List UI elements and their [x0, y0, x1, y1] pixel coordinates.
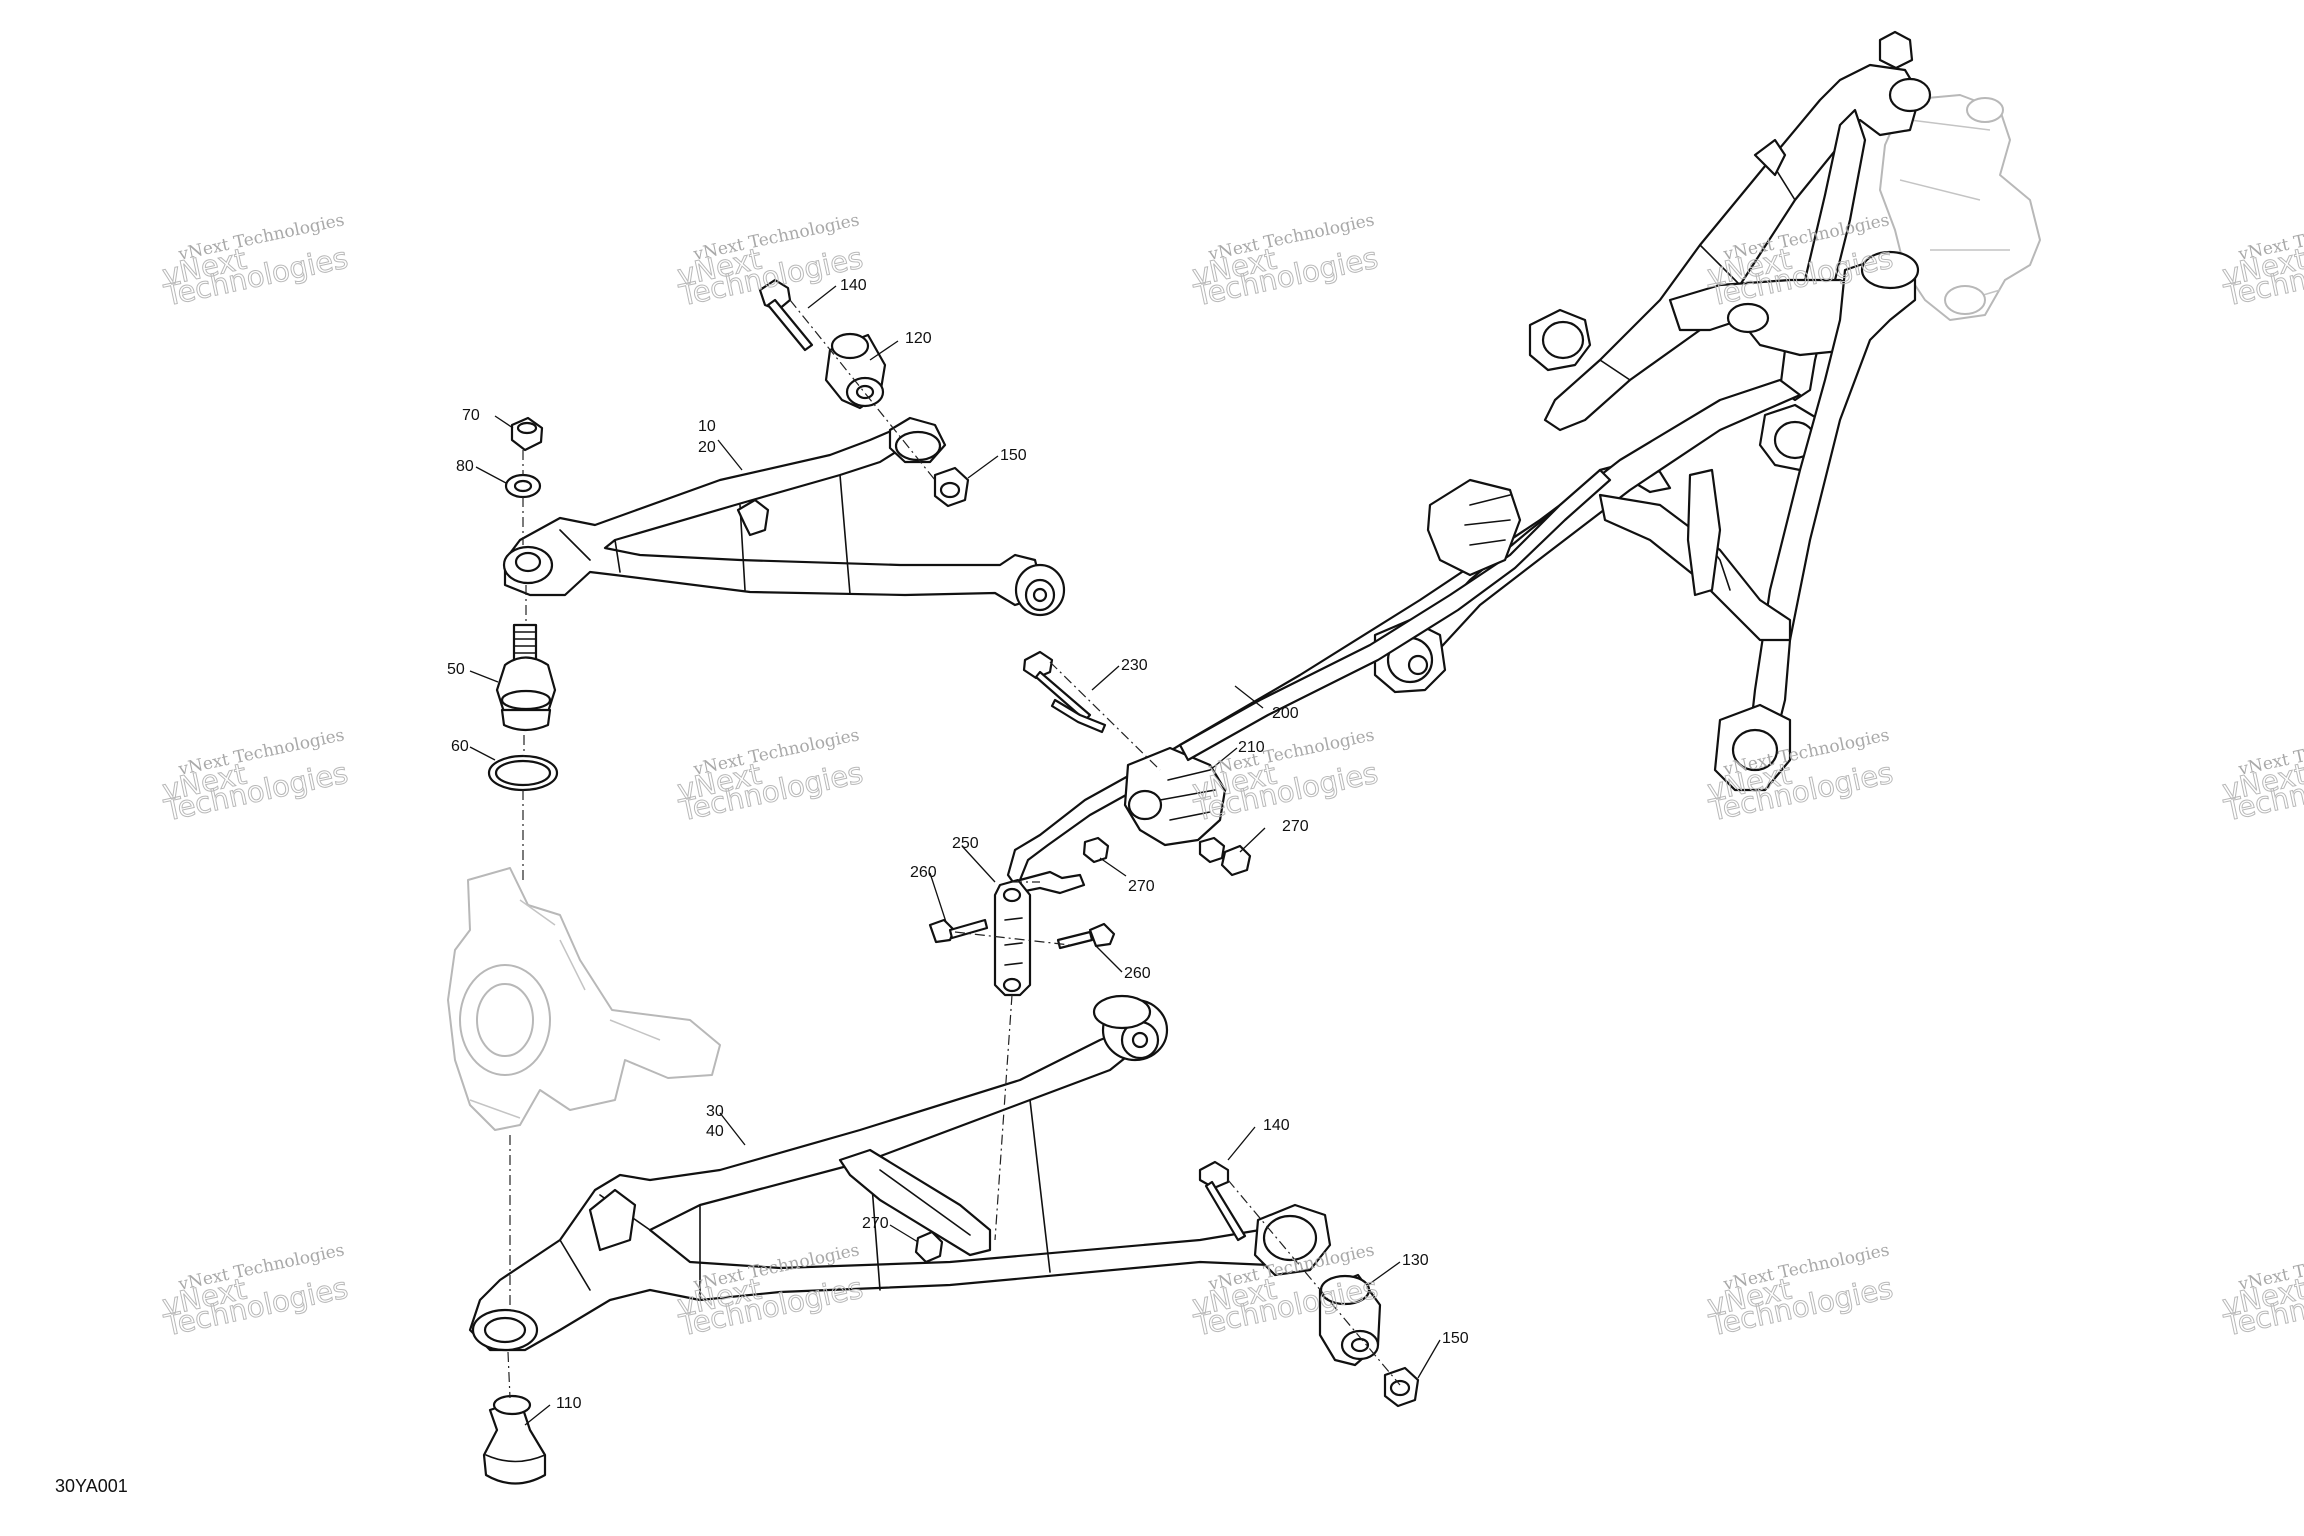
nut-150-upper — [933, 466, 970, 508]
callout-230: 230 — [1121, 657, 1148, 674]
nut-270-lower-arm — [914, 1230, 944, 1264]
callout-150-lower: 150 — [1442, 1330, 1469, 1347]
callout-270-lower: 270 — [862, 1215, 889, 1232]
figure-id: 30YA001 — [55, 1476, 128, 1496]
ball-joint-50 — [495, 623, 557, 732]
callout-150-upper: 150 — [1000, 447, 1027, 464]
callout-30: 30 — [706, 1103, 724, 1120]
callout-80: 80 — [456, 458, 474, 475]
callout-270-right: 270 — [1282, 818, 1309, 835]
callout-140-lower: 140 — [1263, 1117, 1290, 1134]
bolt-230 — [1022, 650, 1107, 734]
callout-260-right: 260 — [1124, 965, 1151, 982]
upper-arm-front-bushing-boss — [888, 416, 947, 464]
callout-200: 200 — [1272, 705, 1299, 722]
knuckle-ghost-right — [1879, 94, 2041, 321]
lower-a-arm — [468, 994, 1332, 1352]
sway-bar-bracket-210 — [1123, 746, 1227, 847]
callout-20: 20 — [698, 439, 716, 456]
callout-130: 130 — [1402, 1252, 1429, 1269]
upper-arm-rear-bushing-boss — [1014, 563, 1066, 617]
bolt-140-lower — [1198, 1160, 1247, 1242]
callout-60: 60 — [451, 738, 469, 755]
lower-arm-rear-bushing-boss — [1253, 1203, 1332, 1277]
callouts: 140 120 70 10 20 80 150 50 60 230 200 21… — [447, 277, 1469, 1412]
callout-250: 250 — [952, 835, 979, 852]
callout-70: 70 — [462, 407, 480, 424]
upper-a-arm — [502, 416, 1066, 617]
callout-120: 120 — [905, 330, 932, 347]
callout-270-mid: 270 — [1128, 878, 1155, 895]
ball-joint-110 — [482, 1394, 547, 1485]
nut-70 — [510, 416, 544, 452]
callout-50: 50 — [447, 661, 465, 678]
callout-110: 110 — [556, 1395, 582, 1412]
bolt-260-left — [928, 918, 989, 944]
assembled-sway-bar — [1178, 468, 1722, 762]
nut-270-bracket — [1082, 836, 1252, 877]
bushing-120 — [824, 332, 887, 410]
callout-40: 40 — [706, 1123, 724, 1140]
leader-lines — [469, 285, 1441, 1426]
nut-150-lower — [1383, 1366, 1420, 1408]
bolt-140-upper — [758, 278, 814, 352]
callout-260-left: 260 — [910, 864, 937, 881]
bushing-130 — [1318, 1273, 1382, 1367]
knuckle-ghost-left — [447, 867, 721, 1131]
bolt-260-right — [1056, 922, 1116, 950]
callout-210: 210 — [1238, 739, 1265, 756]
assembly-lines — [507, 299, 1401, 1399]
washer-80 — [504, 473, 542, 499]
callout-140-upper: 140 — [840, 277, 867, 294]
callout-10: 10 — [698, 418, 716, 435]
lower-arm-front-bushing-boss — [1092, 994, 1169, 1062]
circlip-60 — [487, 754, 559, 792]
sway-link-250 — [993, 878, 1032, 997]
